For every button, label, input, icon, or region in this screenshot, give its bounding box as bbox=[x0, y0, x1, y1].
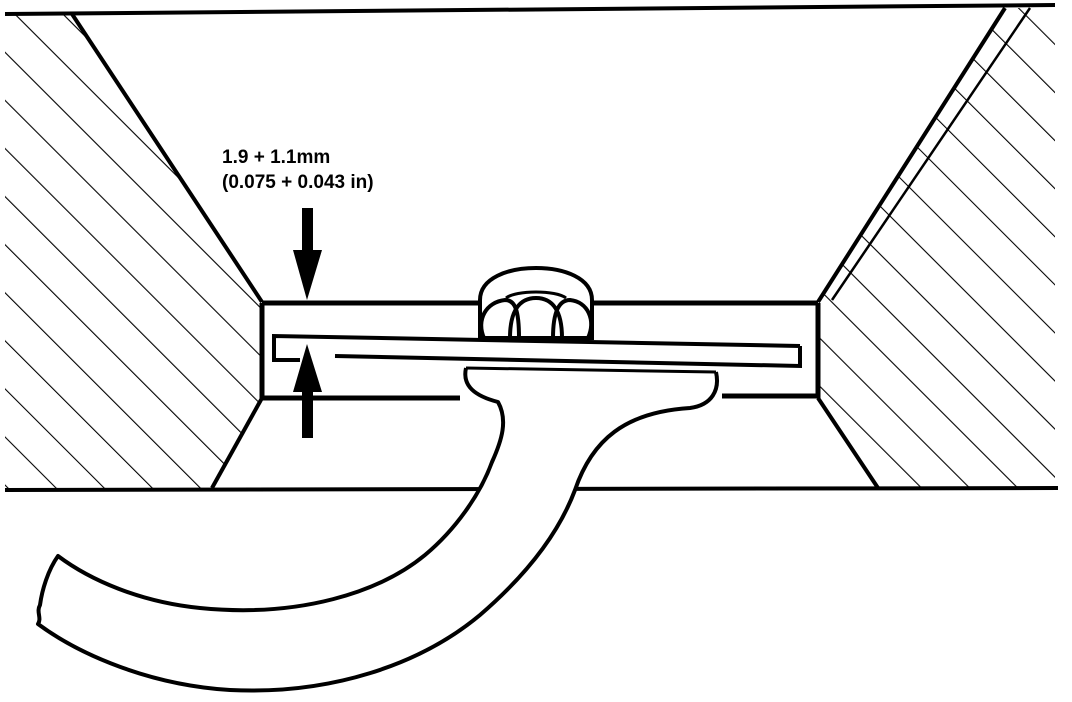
dimension-label-imperial: (0.075 + 0.043 in) bbox=[222, 172, 374, 193]
lever-arm bbox=[36, 367, 719, 693]
dimension-arrow-up bbox=[293, 344, 322, 438]
top-boundary-line bbox=[4, 3, 1056, 16]
dimension-arrow-down bbox=[293, 208, 322, 300]
nut bbox=[478, 265, 594, 340]
spring-clip bbox=[272, 333, 802, 369]
dimension-label-metric: 1.9 + 1.1mm bbox=[222, 147, 331, 168]
right-hatched-section bbox=[816, 6, 1055, 490]
left-hatched-section bbox=[5, 12, 264, 489]
